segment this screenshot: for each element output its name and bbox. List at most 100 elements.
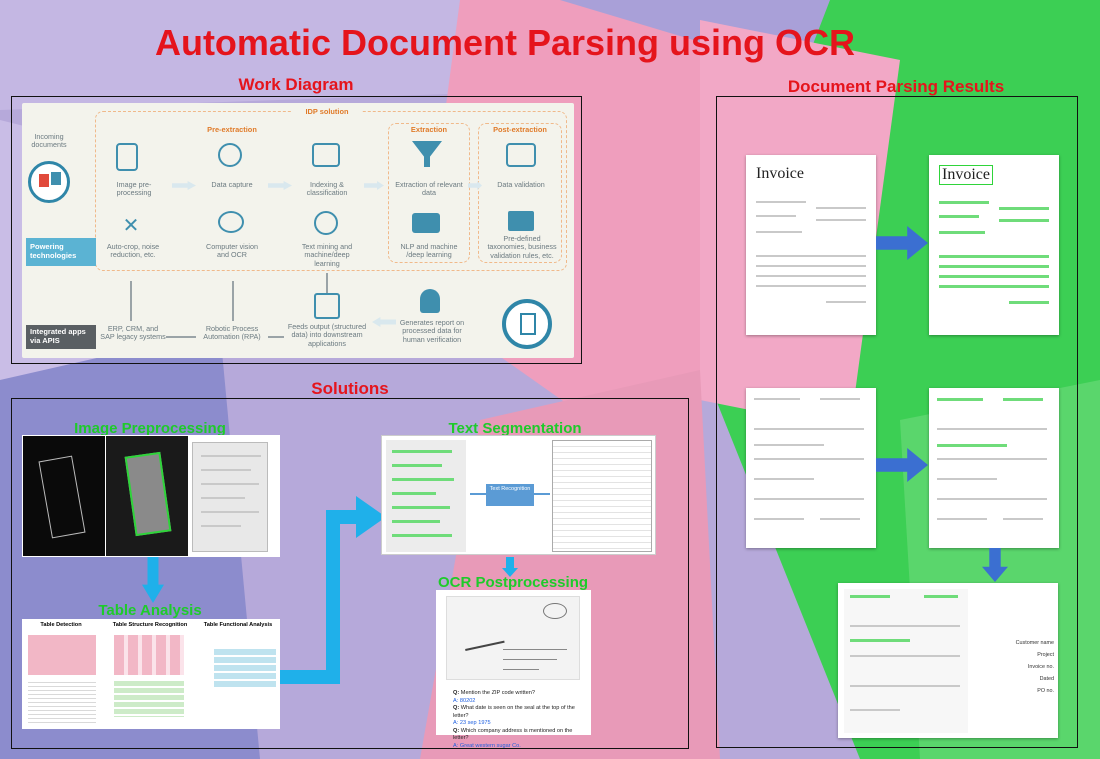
image-preprocessing-icon [116, 143, 138, 171]
ocr-postprocessing-figure: Q: Mention the ZIP code written? A: 8020… [436, 590, 591, 749]
receipt-thumbnail [844, 589, 968, 733]
text-segmentation-figure: Text Recognition [381, 435, 656, 555]
incoming-documents-label: Incoming documents [31, 132, 67, 150]
work-diagram: IDP solution Pre-extraction Extraction P… [22, 103, 574, 358]
summary-label: PO no. [1037, 688, 1054, 694]
bidirectional-arrow [268, 336, 284, 338]
post-extraction-box [478, 123, 562, 263]
crop-icon: ✕ [122, 215, 140, 237]
tech-label: NLP and machine /deep learning [400, 242, 458, 260]
invoice-title: Invoice [939, 165, 993, 185]
table-structure-label: Table Structure Recognition [112, 622, 188, 628]
work-diagram-panel [11, 96, 582, 364]
invoice-title: Invoice [756, 165, 804, 182]
segmentation-arrow [280, 496, 386, 684]
letter-image [446, 596, 580, 680]
flow-arrow [172, 181, 196, 190]
chip-icon [314, 293, 340, 319]
table-detection-label: Table Detection [40, 622, 82, 628]
connector-line [470, 493, 486, 495]
structure-table [114, 635, 184, 675]
table-functional-label: Table Functional Analysis [203, 622, 273, 628]
qa-list: Q: Mention the ZIP code written? A: 8020… [453, 690, 589, 750]
step-label: Image pre-processing [116, 180, 152, 198]
eye-icon [218, 211, 244, 233]
summary-label: Dated [1039, 676, 1054, 682]
raw-receipt-image [23, 436, 105, 556]
ocr-postprocessing-heading: OCR Postprocessing [437, 574, 589, 591]
database-icon [508, 211, 534, 231]
flow-arrow [372, 317, 396, 327]
detected-table [28, 635, 96, 675]
extraction-box [388, 123, 470, 263]
table-analysis-heading: Table Analysis [98, 602, 202, 619]
page-title: Automatic Document Parsing using OCR [154, 22, 856, 63]
text-segmentation-heading: Text Segmentation [448, 420, 582, 437]
document-text [28, 679, 96, 725]
connector-line [130, 281, 132, 321]
user-icon [420, 289, 440, 313]
solutions-heading: Solutions [311, 379, 389, 398]
connector-line [326, 273, 328, 295]
recognition-output-window [552, 440, 652, 552]
step-label: Indexing & classification [306, 180, 348, 198]
integrated-apps-label: Integrated apps via APIS [26, 325, 96, 349]
summary-label: Invoice no. [1027, 664, 1054, 670]
check-icon [506, 143, 536, 167]
summary-label: Project [1037, 652, 1054, 658]
qa-answer: A: Great western sugar Co. [453, 742, 521, 749]
data-capture-icon [218, 143, 242, 167]
qa-answer: A: 80202 [453, 697, 476, 704]
receipt-parsed [929, 388, 1059, 548]
results-heading: Document Parsing Results [787, 77, 1005, 96]
summary-label: Customer name [1015, 640, 1054, 646]
invoice-original: Invoice [746, 155, 876, 335]
table-analysis-figure: Table Detection Table Structure Recognit… [22, 619, 280, 729]
image-preprocessing-heading: Image Preprocessing [74, 420, 226, 437]
connector-line [232, 281, 234, 321]
documents-icon [28, 161, 70, 203]
signature-scribble [461, 623, 505, 651]
chat-icon [412, 213, 440, 233]
tech-label: Pre-defined taxonomies, business validat… [487, 234, 557, 260]
flow-arrow [364, 181, 384, 190]
image-preprocessing-figure [22, 435, 280, 557]
tech-label: Computer vision and OCR [206, 242, 258, 260]
report-icon [502, 299, 552, 349]
bottom-label: Generates report on processed data for h… [399, 318, 465, 344]
summary-labels: Customer name Project Invoice no. Dated … [976, 637, 1054, 697]
extraction-label: Extraction [410, 125, 448, 134]
connector-line [534, 493, 550, 495]
text-recognition-box: Text Recognition [486, 484, 534, 506]
network-icon [314, 211, 338, 235]
invoice-parsed: Invoice [929, 155, 1059, 335]
qa-answer: A: 23 sep 1975 [453, 720, 491, 727]
qa-question: Q: Which company address is mentioned on… [453, 727, 573, 742]
down-arrow [502, 557, 518, 577]
receipt-original [746, 388, 876, 548]
step-label: Data validation [497, 180, 545, 189]
qa-question: Q: What date is seen on the seal at the … [453, 705, 575, 719]
structure-table-lower [114, 681, 184, 717]
hierarchy-icon [312, 143, 340, 167]
bidirectional-arrow [166, 336, 196, 338]
postal-seal [543, 603, 567, 619]
detected-receipt-image [106, 436, 188, 556]
bottom-label: Feeds output (structured data) into down… [287, 322, 367, 348]
pre-extraction-label: Pre-extraction [207, 125, 257, 134]
powering-technologies-label: Powering technologies [26, 238, 96, 266]
work-diagram-heading: Work Diagram [238, 75, 354, 94]
bottom-label: ERP, CRM, and SAP legacy systems [100, 324, 166, 342]
down-arrow [142, 557, 164, 603]
functional-table [214, 649, 276, 689]
results-panel [716, 96, 1078, 748]
segmented-receipt [386, 440, 466, 552]
tech-label: Text mining and machine/deep learning [301, 242, 353, 268]
tech-label: Auto-crop, noise reduction, etc. [106, 242, 160, 260]
flow-arrow [268, 181, 292, 190]
idp-label: IDP solution [292, 107, 362, 116]
solutions-panel [11, 398, 689, 749]
post-extraction-label: Post-extraction [493, 125, 547, 134]
step-label: Data capture [211, 180, 253, 189]
summary-card: Customer name Project Invoice no. Dated … [838, 583, 1058, 738]
